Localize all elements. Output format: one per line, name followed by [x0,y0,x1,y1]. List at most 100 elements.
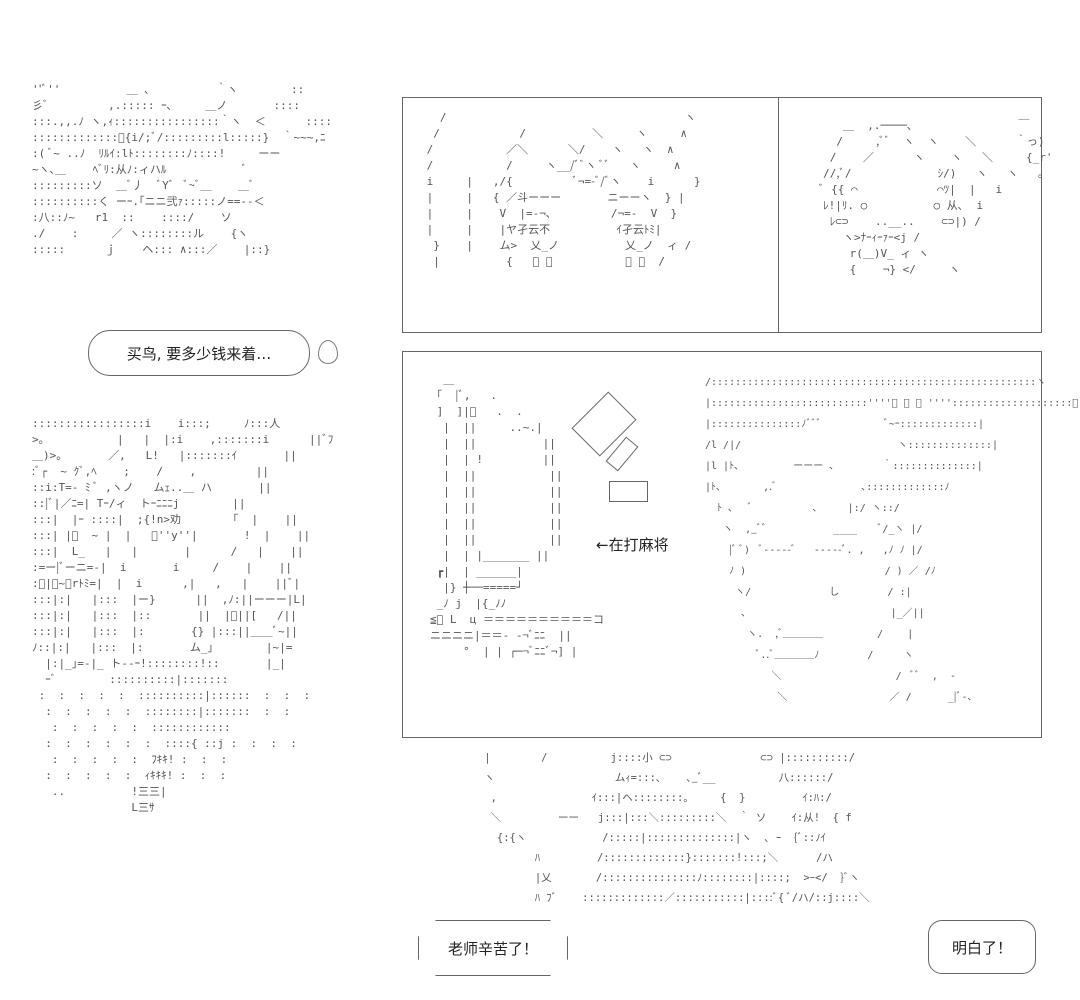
ascii-art-line: :( ﾞ~ ..ﾉ ﾘﾙｲ:lﾄ::::::::ﾉ::::! ーー [32,147,281,160]
ascii-art-line: :::|:| |::: |:: || |ﾞ||[ /|| [32,609,297,622]
ascii-art-line: | || || [430,517,563,530]
ascii-art-line: .. !三三| [32,785,167,798]
ascii-art-line: ﾚ!|ﾘ. ○ ○ 从､ i [790,199,984,212]
speech-bubble-bird-price: 买鸟, 要多少钱来着… [88,330,310,376]
ascii-art-line: ﾚ⊂⊃ ..__.. ⊂⊃|) / [790,215,981,228]
ascii-art-line: _ﾉ j |{_ﾉﾉ [430,597,507,610]
ascii-art-line: / ,ﾞﾞ ヽ ヽ ＼ ｀っ) [790,135,1045,148]
left-figure-ascii-art-top: ''ﾞ'' ＿ ､ ｀ヽ ::彡ﾞ ,.::::: ｰ､ ＿ノ :::::::.… [32,82,332,258]
ascii-art-line: ﾄ ､ ﾞ ､ |:/ ヽ::/ [705,503,900,514]
ascii-art-line: ＼ / ﾞﾞ , - [705,671,957,682]
ascii-art-line: | || || [430,437,556,450]
ascii-art-line: } | ム> 乂_ノ 乂_ノ ィ / [420,239,692,252]
ascii-art-line: ､ |_／|| [705,608,925,619]
ascii-art-line: ┏| | ______| [430,565,523,578]
ascii-art-line: : : : : : : ::::{ ::j : : : : [32,737,297,750]
ascii-art-line: ｰﾞ ::::::::::|::::::: [32,673,229,686]
ascii-art-line: ./ : ／ ヽ::::::::ル {ヽ [32,227,249,240]
ascii-art-line: / / ヽ__/ﾞﾞヽ ﾞﾞ ヽ ∧ [420,159,681,172]
ascii-art-line: ] ]|ﾞ . . [430,405,523,418]
ascii-art-line: :ﾞ┌ ~ ｸﾞ,ﾍ ; / , || [32,465,269,478]
ascii-art-line: /:::::::::::::::::::::::::::::::::::::::… [705,377,1047,388]
ascii-art-line: /l /|/ ヽ::::::::::::::| [705,440,998,451]
ascii-art-line: ° | | ┌─¬ﾞﾆﾆﾞ¬] | [430,645,578,658]
ascii-art-line: ~ヽ､＿ ﾍﾞﾘ:从ﾉ:ィハﾙ ﾞ [32,163,248,176]
ascii-art-line: | | |ヤ孑云不 ｲ孑云ﾄﾐ| [420,223,662,236]
ascii-art-line: |::::::::::::::::::::::::::''''ﾞ ､ ﾞ '''… [705,398,1079,409]
ascii-art-line: //,ﾞ/ ｼ/) ヽ ヽ ｡ [790,167,1044,180]
ascii-art-line: :=ー|ﾞーニ=-| i i / | || [32,561,293,574]
ascii-art-line: |} ┼──=====┘ [430,581,523,594]
ascii-art-line: L三ｻ [32,801,155,814]
ascii-art-line: | / j::::小 ⊂⊃ ⊂⊃ |::::::::::/ [440,752,856,764]
ascii-art-line: | || || [430,469,563,482]
ascii-art-line: { ¬} </ ヽ [790,263,960,276]
ascii-art-line: | | { ／斗ーーー ニーーヽ } | [420,191,685,204]
ascii-art-line: ﾉ ) / ) ／ /ﾉ [705,566,936,577]
ascii-art-line: :::| |ﾞ ~ | | ﾞ''y''| ! | || [32,529,311,542]
ascii-art-line: ≦ﾞ L ц ＝＝＝＝＝＝＝＝＝＝コ [430,613,604,626]
ascii-art-line: |乂 /:::::::::::::::ﾉ::::::::|::::; >ｰ</ … [440,872,860,884]
speech-bubble-thanks-teacher: 老师辛苦了！ [418,920,568,976]
ascii-art-line: | || || [430,533,563,546]
ascii-art-line: ＼ ーー j:::|:::＼:::::::::＼ ｀ ソ ｲ:从! { f [440,812,852,824]
ascii-art-line: : : : : : ｨｷｷｷ! : : : [32,769,227,782]
ascii-art-line: ''ﾞ'' ＿ ､ ｀ヽ :: [32,83,305,96]
ascii-art-line: / / ＼ ヽ ∧ [420,127,688,140]
ascii-art-line: :::::::::ソ ＿ﾞ丿 ﾞYﾞ ﾞ~ﾞ＿ ＿ﾞ [32,179,255,192]
panel-divider [778,97,779,332]
crying-face-ascii-art: / ヽ / / ＼ ヽ ∧ / ／＼ ＼/ ヽ ヽ ∧ / / ヽ__/ﾞﾞヽ … [420,110,701,270]
ascii-art-line: | || ..~.| [430,421,543,434]
ascii-art-line: | || || [430,485,563,498]
ascii-art-line: 彡ﾞ ,.::::: ｰ､ ＿ノ :::: [32,99,301,112]
ascii-art-line: ニニニニ|＝＝- -¬ﾞﾆﾆ || [430,629,572,642]
speech-text: 买鸟, 要多少钱来着… [126,344,272,363]
ascii-art-line: ﾞ..ﾞ＿＿＿＿ﾉ / ヽ [705,650,914,661]
ascii-art-line: / ／ ヽ ヽ ＼ {_r' [790,151,1053,164]
bottom-panel [402,351,1042,738]
ascii-art-line: | | |_______ || [430,549,550,562]
ascii-art-line: ヽ ,_ﾞﾞ ____ ﾞ/_ヽ |/ [705,524,923,535]
ascii-art-line: ＿ ,.────､ ￣ [790,119,1030,132]
chibi-face-ascii-art: ＿ ,.────､ ￣ / ,ﾞﾞ ヽ ヽ ＼ ｀っ) / ／ ヽ ヽ ＼ {_… [790,118,1053,278]
ascii-art-line: : : : : : ::::::::::|:::::: : : : [32,689,311,702]
ascii-art-line: , ｲ:::|ヘ::::::::｡ { } ｲ:ﾊ:/ [440,792,832,804]
ascii-art-line: ::|ﾞ|／ﾆ=| Tｰ/ィ トｰﾆﾆﾆj || [32,497,246,510]
ascii-art-line: ＿ [430,373,455,386]
speech-text: 明白了！ [951,938,1012,957]
ascii-art-line: : : : : : ::::::::|::::::: : : [32,705,291,718]
ascii-art-line: :::| L_ | | | / | || [32,545,304,558]
ascii-art-line: : : : : : ﾌｷｷ! : : : [32,753,228,766]
ascii-art-line: :八::ﾉ~ r1 :: ::::/ ソ [32,211,232,224]
ascii-art-line: r(＿)V_ ィ ヽ [790,247,929,260]
ascii-art-line: :::|:| |::: |: {} |:::||＿＿ﾞ~|| [32,625,298,638]
ascii-art-line: >｡ | | |:i ,:::::::i ||ﾞﾌ [32,433,334,446]
ascii-art-line: | || || [430,501,563,514]
ascii-art-line: |l |ﾄ､ ーーー ､ ｀::::::::::::::| [705,461,983,472]
speech-text: 老师辛苦了！ [447,939,538,958]
ascii-art-line: :::|:| |::: |ー} || ,ﾉ:||ーーー|L| [32,593,307,606]
mahjong-annotation: ←在打麻将 [596,536,669,554]
ascii-art-line: ﾉ::|:| |::: |: ム_｣ |~|= [32,641,293,654]
top-panel [402,97,1042,333]
ascii-art-line: ヽ/ し / :| [705,587,912,598]
ascii-art-line: | | ! || [430,453,556,466]
ascii-art-line: :::.,,.ﾉ ヽ,ｨ::::::::::::::::｀ヽ ＜ :::: [32,115,333,128]
ascii-art-line: ＼ ／ / _|ﾞ-､ [705,692,973,703]
desk-ascii-art: ＿ ｢ |ﾞ, . ] ]|ﾞ . . | || ..~.| | || || |… [430,372,604,660]
ascii-art-line: ::::::::::く ーｰ.｢ニニ弐ｧ:::::ノ==--＜ [32,195,265,208]
ascii-art-line: :::::::::::::::::i i:::; ﾉ:::人 [32,417,281,430]
man-face-ascii-art: /:::::::::::::::::::::::::::::::::::::::… [705,372,1078,708]
ascii-art-line: / ／＼ ＼/ ヽ ヽ ∧ [420,143,674,156]
ascii-art-line: | | V |=-¬､ /¬=- V } [420,207,678,220]
mahjong-tile-3 [609,481,648,502]
ascii-art-line: : : : : : :::::::::::: [32,721,231,734]
left-figure-ascii-art-bottom: :::::::::::::::::i i:::; ﾉ:::人>｡ | | |:i… [32,384,333,816]
ascii-art-line: ヽ ムｨ=:::､ ､_ﾞ__ 八::::::/ [440,772,834,784]
ascii-art-line: :ﾞ|ﾞ~ーrﾄﾐ=| | i ,| , | ||ﾞ| [32,577,301,590]
ascii-art-line: ヽ. ,ﾞ＿＿＿＿ / | [705,629,914,640]
ascii-art-line: ::i:T=- ﾐ ﾞ ,ヽノ ムｪ..＿ ハ || [32,481,272,494]
speech-bubble-understood: 明白了！ [928,920,1036,974]
ascii-art-line: ﾊ /:::::::::::::}:::::::!:::;＼ /ハ [440,852,833,864]
ascii-art-line: |:|_｣=-|_ ト--ｰ!::::::::!:: |_| [32,657,286,670]
